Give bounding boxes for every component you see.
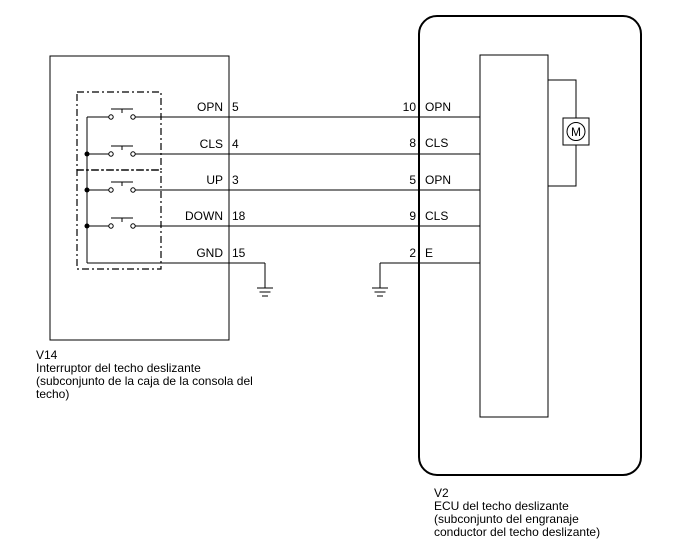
ecu-desc-line2: conductor del techo deslizante) <box>434 525 601 539</box>
switch-group-open-close <box>76 91 162 171</box>
switch-pin-num-cls: 4 <box>232 137 239 151</box>
ecu-pin-num-2: 2 <box>409 246 416 260</box>
switch-pin-num-up: 3 <box>232 173 239 187</box>
ecu-inner-block <box>479 54 549 418</box>
ecu-pin-label-opn-2: OPN <box>425 173 451 187</box>
switch-contact-down <box>87 217 229 229</box>
switch-component-box <box>49 55 230 341</box>
motor-wire-bottom <box>548 145 577 187</box>
switch-pin-num-down: 18 <box>232 209 246 223</box>
ecu-pin-num-5: 5 <box>409 173 416 187</box>
ecu-id: V2 <box>434 486 449 500</box>
switch-contact-up <box>87 181 229 193</box>
motor-icon <box>566 122 586 141</box>
switch-name: Interruptor del techo deslizante <box>36 361 201 375</box>
ecu-pin-label-cls-2: CLS <box>425 209 448 223</box>
ground-icon-switch <box>257 263 273 297</box>
switch-pin-label-opn: OPN <box>197 100 223 114</box>
switch-contact-opn <box>87 108 229 120</box>
ecu-pin-label-opn: OPN <box>425 100 451 114</box>
ecu-pin-label-cls: CLS <box>425 136 448 150</box>
motor-label: M <box>571 125 581 139</box>
switch-pin-label-gnd: GND <box>196 246 223 260</box>
switch-pin-num-opn: 5 <box>232 100 239 114</box>
switch-pin-label-up: UP <box>206 173 223 187</box>
ecu-component-box <box>418 15 642 476</box>
switch-pin-num-gnd: 15 <box>232 246 246 260</box>
switch-pin-label-cls: CLS <box>200 137 223 151</box>
switch-contact-cls <box>87 145 229 157</box>
ground-icon-ecu <box>372 263 388 297</box>
ecu-pin-num-10: 10 <box>403 100 417 114</box>
motor-wire-top <box>548 79 577 118</box>
switch-pin-label-down: DOWN <box>185 209 223 223</box>
switch-group-up-down <box>76 169 162 270</box>
motor-housing <box>562 117 590 146</box>
ecu-pin-num-8: 8 <box>409 136 416 150</box>
ecu-pin-label-e: E <box>425 246 433 260</box>
switch-desc-line2: techo) <box>36 387 70 401</box>
switch-desc-line1: (subconjunto de la caja de la consola de… <box>36 374 253 388</box>
ecu-caption: V2 ECU del techo deslizante (subconjunto… <box>434 487 600 539</box>
switch-caption: V14 Interruptor del techo deslizante (su… <box>36 349 253 401</box>
ecu-name: ECU del techo deslizante <box>434 499 569 513</box>
ecu-desc-line1: (subconjunto del engranaje <box>434 512 579 526</box>
switch-id: V14 <box>36 348 58 362</box>
ecu-pin-num-9: 9 <box>409 209 416 223</box>
